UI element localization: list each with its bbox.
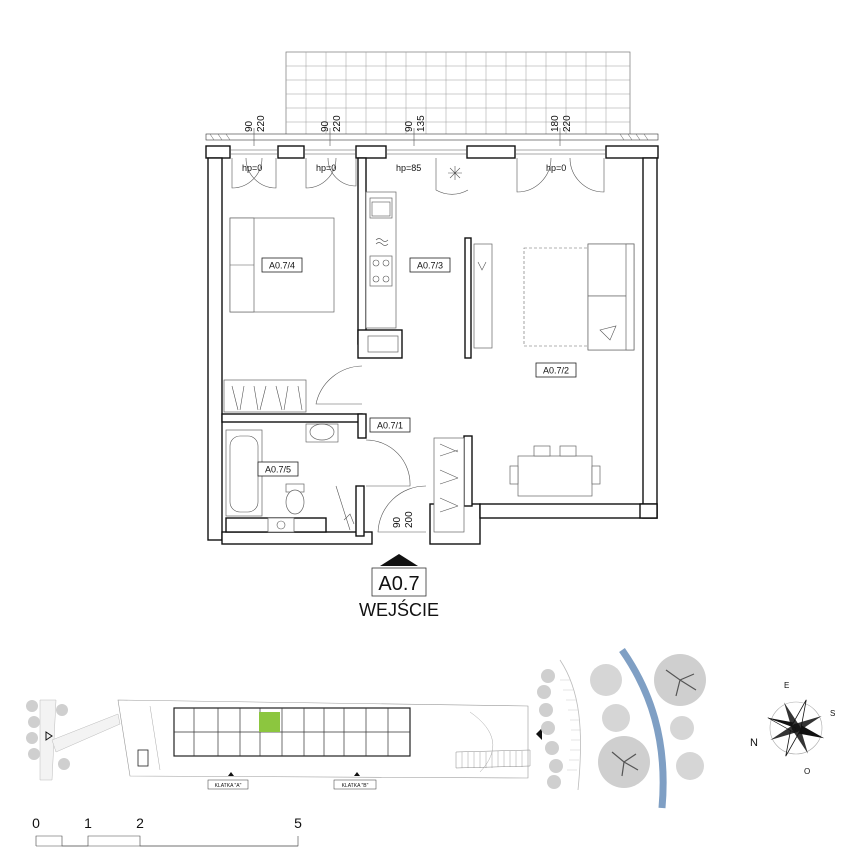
compass-east-label: E [784,681,789,690]
washbasin [305,423,339,443]
room-a07-3-label: A0.7/3 [417,261,443,271]
hall-wardrobe [433,437,465,533]
room-a07-5-label: A0.7/5 [265,465,291,475]
window-3-dimension: 90 135 [404,115,427,146]
window-4-sill: hp=0 [546,163,566,173]
room-a07-2-label: A0.7/2 [543,366,569,376]
furniture [223,166,635,533]
window-3-width: 90 [404,120,415,132]
entrance-door-dimension: 90 200 [392,511,415,528]
window-4-dimension: 180 220 [550,115,573,146]
window-2-height: 220 [332,115,343,132]
kitchen-counter [365,191,399,353]
dining-table [509,445,601,497]
window-1-width: 90 [244,120,255,132]
scale-tick-1: 1 [84,815,92,831]
entrance-door-height: 200 [404,511,415,528]
scale-tick-5: 5 [294,815,302,831]
entrance-marker: A0.7 WEJŚCIE [359,554,439,620]
river [619,647,667,809]
parking-row [455,749,531,769]
window-dimensions: 90 220 90 220 90 135 180 220 90 200 [244,115,573,528]
staircase-b-label: KLATKA "B" [342,783,369,789]
highlighted-apartment [259,712,280,732]
room-a07-4-label: A0.7/4 [269,261,295,271]
right-trees [537,647,706,809]
site-plan: KLATKA "A" KLATKA "B" [26,647,706,809]
room-labels: A0.7/4 A0.7/3 A0.7/2 A0.7/1 A0.7/5 [257,257,577,477]
window-3-sill: hp=85 [396,163,421,173]
window-4-height: 220 [562,115,573,132]
building-footprint [137,707,411,767]
staircase-a-label: KLATKA "A" [215,783,242,789]
window-1-dimension: 90 220 [244,115,267,146]
window-2-dimension: 90 220 [320,115,343,146]
entrance-door-width: 90 [392,516,403,528]
compass: N E S O [750,681,835,776]
apartment-code: A0.7 [378,573,419,595]
scale-tick-0: 0 [32,815,40,831]
compass-north-label: N [750,737,758,749]
compass-rose-icon [767,699,825,757]
room-a07-1-label: A0.7/1 [377,421,403,431]
sofa [523,243,635,351]
wardrobe [223,379,307,413]
window-1-sill: hp=0 [242,163,262,173]
entrance-label: WEJŚCIE [359,599,439,620]
scale-bar: 0 1 2 5 [32,815,302,847]
interior-walls [221,157,473,537]
window-4-width: 180 [550,115,561,132]
window-2-width: 90 [320,120,331,132]
toilet [285,483,305,515]
balcony [205,51,659,141]
site-entrance-arrow-icon [536,728,542,740]
compass-south-label: S [830,709,835,718]
window-3-height: 135 [416,115,427,132]
staircase-labels: KLATKA "A" KLATKA "B" [207,772,377,790]
window-1-height: 220 [256,115,267,132]
left-trees [26,699,121,781]
window-2-sill: hp=0 [316,163,336,173]
compass-west-label: O [804,767,810,776]
scale-tick-2: 2 [136,815,144,831]
entrance-arrow-icon [380,554,418,566]
sill-heights: hp=0 hp=0 hp=85 hp=0 [242,163,566,173]
window-openings [230,149,606,195]
washing-machine [267,517,295,533]
bathtub [225,429,263,517]
tv-unit [473,243,493,349]
